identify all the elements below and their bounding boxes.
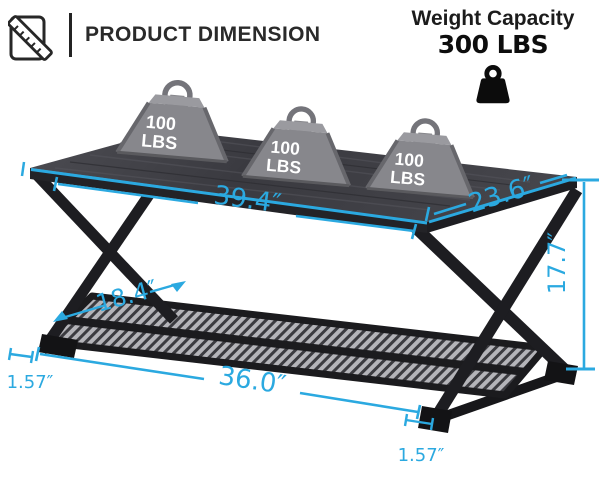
weight-label: LBS bbox=[140, 130, 178, 153]
weight-label: 100 bbox=[145, 112, 177, 135]
weight-label: LBS bbox=[265, 155, 302, 178]
weight-2: 100 LBS bbox=[241, 106, 351, 188]
dim-right-foot: 1.57″ bbox=[398, 413, 445, 466]
weight-capacity-block: Weight Capacity 300 LBS bbox=[400, 6, 586, 113]
dim-height-label: 17.7″ bbox=[543, 232, 571, 294]
page-title: PRODUCT DIMENSION bbox=[85, 23, 321, 46]
header-divider bbox=[69, 13, 72, 57]
ruler-board-icon bbox=[8, 15, 53, 61]
feet bbox=[38, 334, 578, 433]
dim-left-foot-label: 1.57″ bbox=[7, 372, 54, 393]
dim-right-foot-label: 1.57″ bbox=[398, 445, 445, 466]
weight-3: 100 LBS bbox=[365, 118, 475, 200]
edge-highlights bbox=[20, 161, 577, 225]
weight-label: 100 bbox=[394, 149, 425, 171]
weight-1: 100 LBS bbox=[115, 79, 229, 164]
dim-left-foot: 1.57″ bbox=[7, 347, 54, 393]
weight-label: LBS bbox=[389, 167, 426, 190]
left-x-leg bbox=[32, 170, 178, 344]
header: PRODUCT DIMENSION bbox=[8, 8, 320, 62]
weight-capacity-value: 300 LBS bbox=[437, 30, 549, 60]
weight-label: 100 bbox=[270, 137, 301, 159]
weight-capacity-title: Weight Capacity bbox=[411, 7, 575, 30]
weight-icon bbox=[476, 64, 510, 104]
dim-height: 17.7″ bbox=[543, 178, 599, 371]
right-x-leg bbox=[409, 186, 583, 418]
